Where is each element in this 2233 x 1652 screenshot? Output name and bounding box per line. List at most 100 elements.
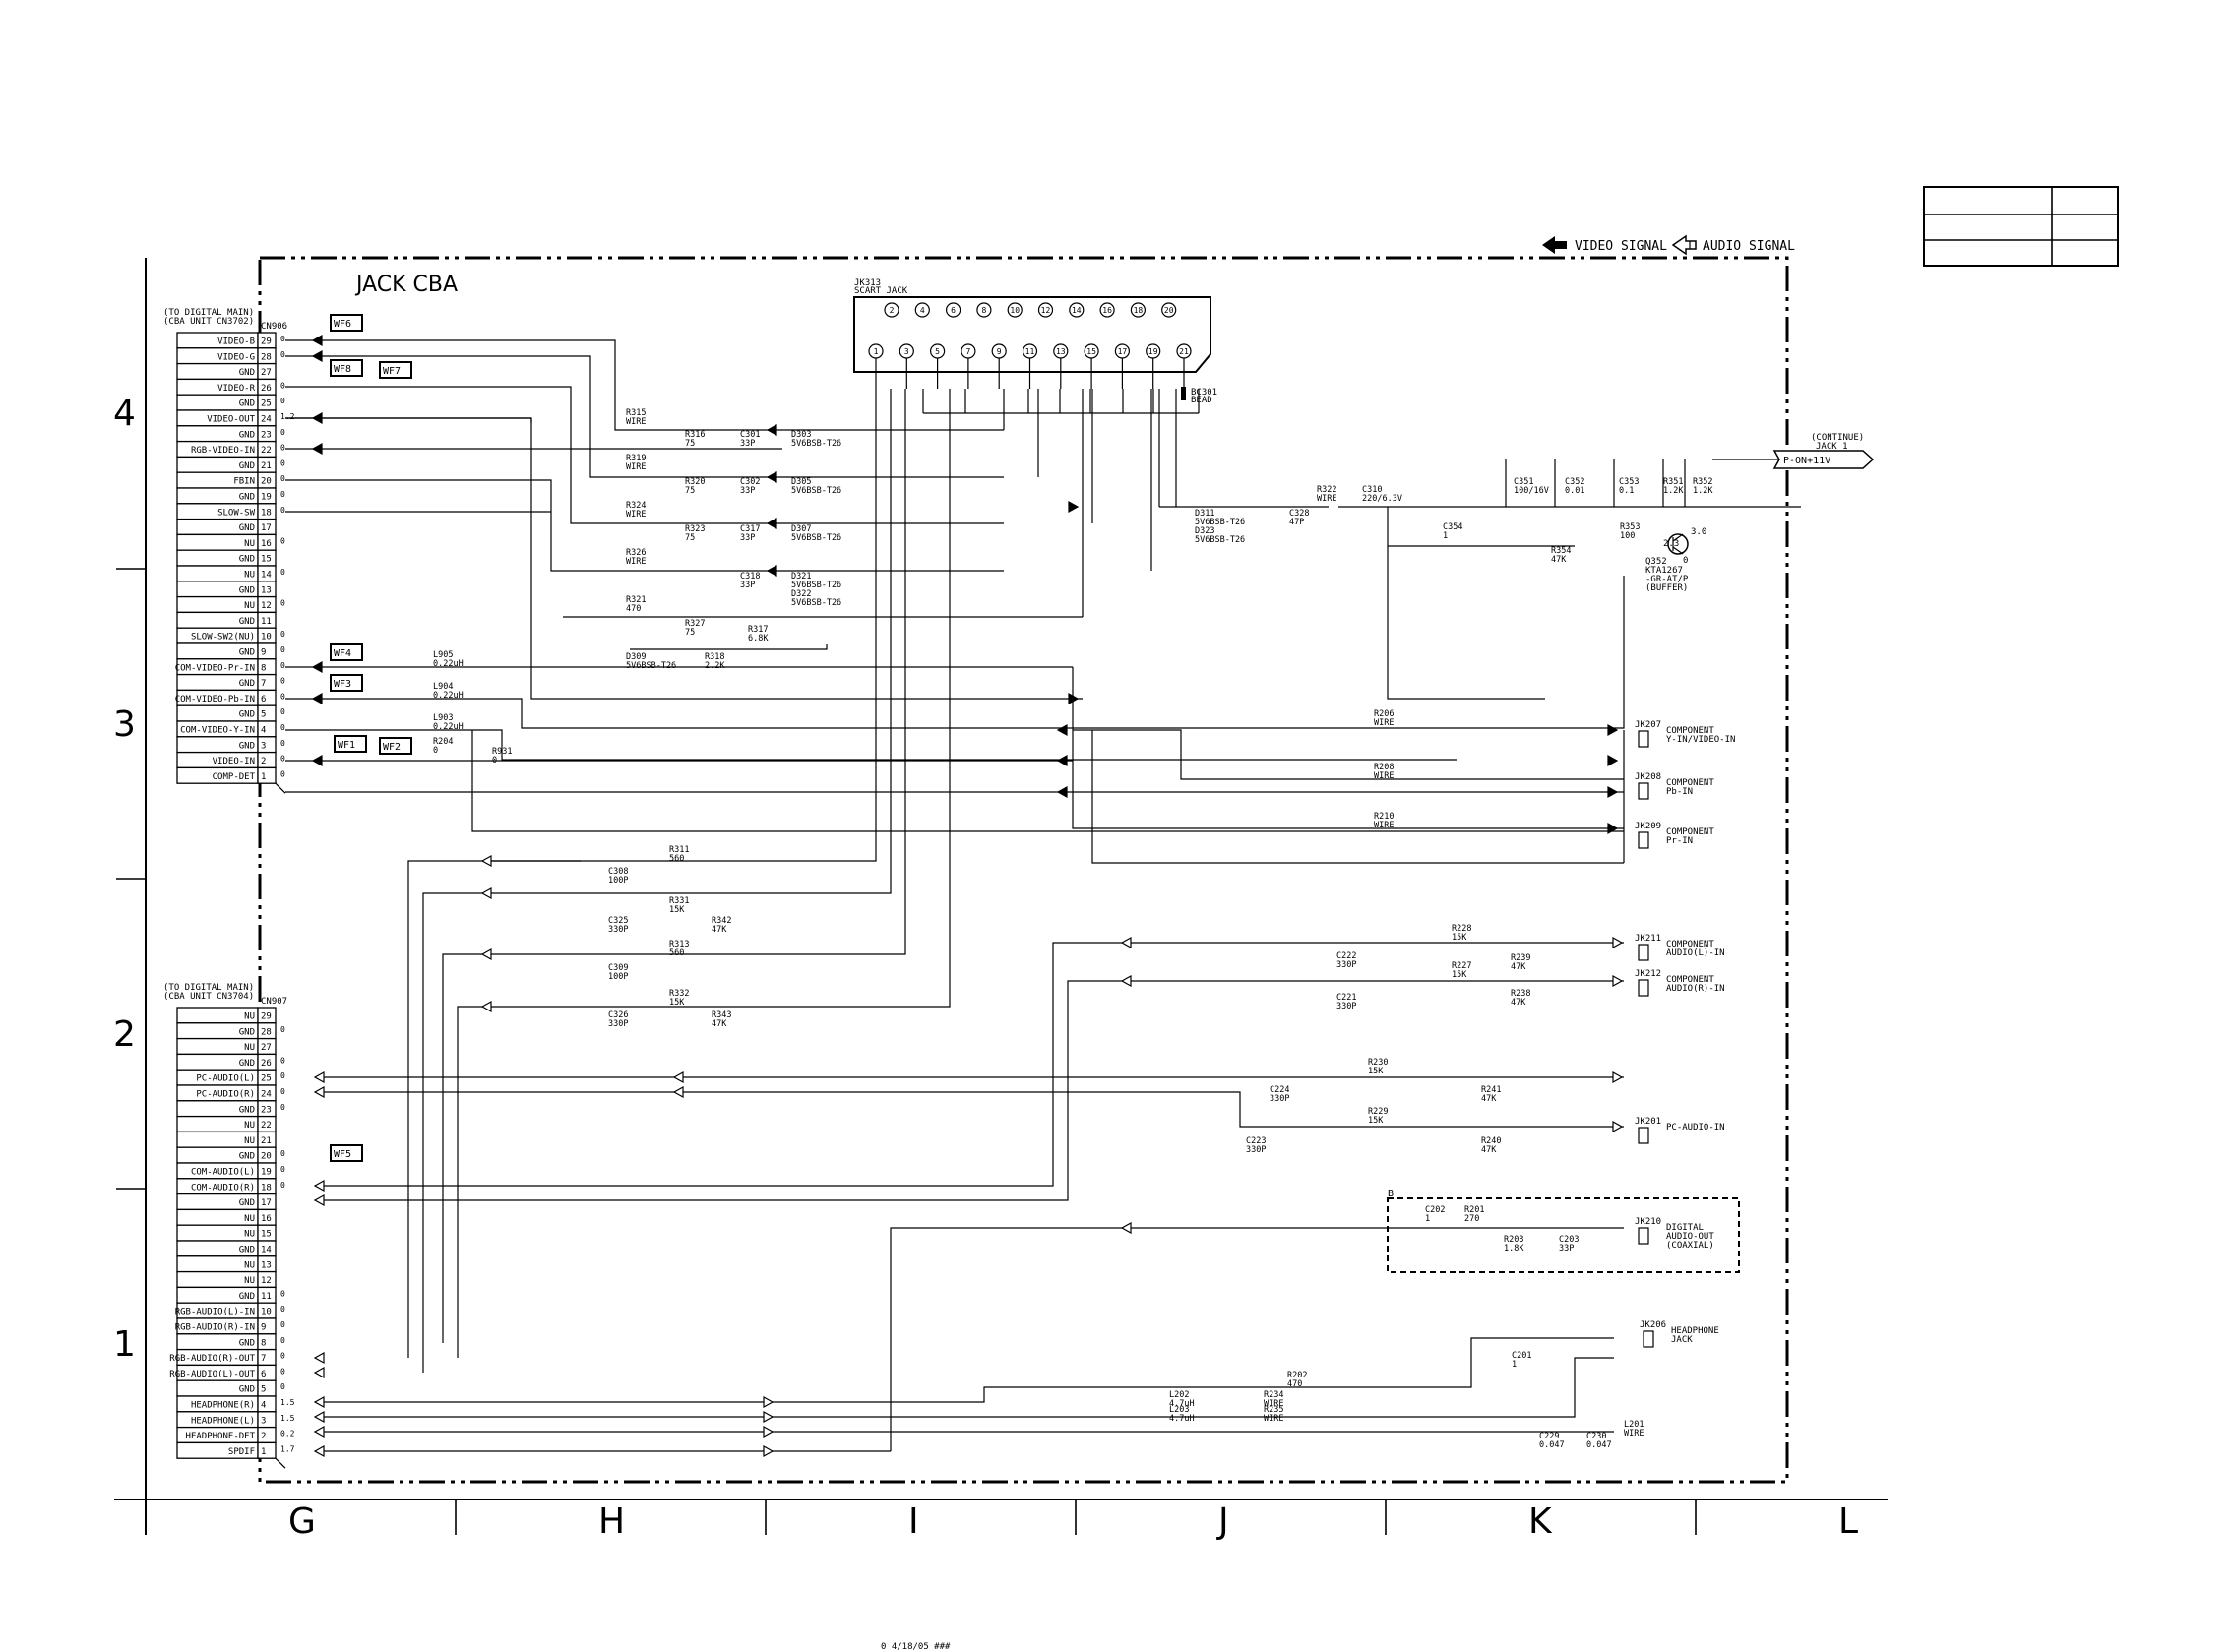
scart-pin-label: 12 (1041, 306, 1051, 315)
cn906-pin-voltage: 0 (280, 459, 285, 467)
part-value: 0.047 (1539, 1440, 1565, 1450)
row-label-4: 4 (113, 394, 136, 434)
jk211-label: COMPONENT (1666, 940, 1714, 949)
part-ref: L904 (433, 682, 453, 692)
svg-text:VIDEO SIGNAL: VIDEO SIGNAL (1575, 239, 1667, 254)
part-value: 4.7uH (1169, 1414, 1195, 1424)
cn906-note2: (CBA UNIT CN3702) (163, 317, 254, 327)
jk208-symbol (1638, 782, 1649, 800)
scart-pin-label: 5 (935, 347, 940, 356)
part-value: 47K (712, 925, 727, 935)
part-ref: R240 (1481, 1136, 1501, 1146)
waveform-tag: WF5 (334, 1149, 351, 1160)
cn907-pin-number: 22 (261, 1121, 272, 1131)
scart-pin (976, 302, 992, 318)
part-value: 2.2K (705, 661, 725, 671)
cn907-pin-number: 28 (261, 1027, 272, 1037)
part-ref: R320 (685, 477, 705, 487)
cn907-pin-number: 3 (261, 1416, 266, 1426)
scart-pin-label: 1 (874, 347, 879, 356)
cn907-pin-signal: COM-AUDIO(R) (191, 1183, 255, 1193)
part-value: 0 (433, 746, 438, 756)
scart-pin-label: 3 (904, 347, 909, 356)
cn907-pin-voltage: 0 (280, 1320, 285, 1329)
audio-arrow-icon (313, 1071, 325, 1084)
video-signal-arrow-icon (1542, 236, 1567, 254)
audio-arrow-icon (313, 1395, 325, 1409)
part-value: 47K (712, 1019, 727, 1029)
cn907-pin-signal: HEADPHONE-DET (186, 1432, 256, 1441)
cn907-pin-number: 7 (261, 1354, 266, 1364)
cn906-pin-number: 27 (261, 368, 272, 378)
part-ref: C301 (740, 430, 760, 440)
jk201-ref: JK201 (1635, 1117, 1661, 1127)
part-value: 5V6BSB-T26 (1195, 535, 1245, 545)
scart-pin-label: 2 (890, 306, 895, 315)
part-value: 33P (740, 486, 755, 496)
scart-pin (1161, 302, 1177, 318)
part-value: 5V6BSB-T26 (791, 581, 841, 590)
col-label-J: J (1216, 1501, 1229, 1542)
part-ref: R241 (1481, 1085, 1501, 1095)
scart-pin (1130, 302, 1147, 318)
scart-pin-label: 8 (981, 306, 986, 315)
cn907-pin-voltage: 1.7 (280, 1444, 295, 1453)
part-ref: C318 (740, 572, 760, 581)
svg-text:(BUFFER): (BUFFER) (1645, 583, 1688, 593)
part-value: WIRE (1374, 718, 1394, 728)
cn907-pin-num-cell (257, 1441, 277, 1459)
audio-arrow-icon (480, 1000, 492, 1013)
scart-pin-label: 14 (1072, 306, 1082, 315)
cn906-pin-number: 22 (261, 446, 272, 456)
part-value: 15K (669, 998, 685, 1008)
cn906-pin-voltage: 1.2 (280, 412, 295, 421)
audio-arrow-icon (672, 1071, 684, 1084)
part-value: 1 (1425, 1214, 1430, 1224)
cn906-pin-signal: GND (239, 741, 255, 751)
part-ref: R343 (712, 1010, 731, 1020)
transistor-q352: 2.3 3.0 0 Q352 KTA1267 -GR-AT/P (BUFFER) (1645, 527, 1706, 593)
part-value: WIRE (626, 510, 646, 520)
part-ref: C302 (740, 477, 760, 487)
connector-cn907: (TO DIGITAL MAIN)(CBA UNIT CN3704)CN907N… (163, 983, 295, 1469)
cn906-pin-signal: VIDEO-B (217, 337, 255, 347)
scart-pin (1037, 302, 1054, 318)
part-value: 15K (1452, 970, 1467, 980)
part-value: 47K (1511, 998, 1526, 1008)
cn907-pin-voltage: 1.5 (280, 1414, 295, 1423)
part-value: 47K (1511, 962, 1526, 972)
audio-arrow-icon (1612, 974, 1624, 988)
part-ref: L201 (1624, 1420, 1644, 1430)
cn907-pin-signal: GND (239, 1027, 255, 1037)
revision-table (1923, 186, 2119, 267)
part-ref: C351 (1514, 477, 1533, 487)
cn907-pin-number: 19 (261, 1168, 272, 1178)
part-value: 0.22uH (433, 691, 464, 701)
video-arrow-icon (311, 349, 323, 363)
cn906-pin-voltage: 0 (280, 769, 285, 778)
scart-pin-label: 19 (1148, 347, 1158, 356)
cn906-pin-signal: VIDEO-R (217, 384, 256, 394)
video-arrow-icon (1607, 822, 1619, 835)
part-value: WIRE (1317, 494, 1336, 504)
video-arrow-icon (311, 754, 323, 767)
part-value: 1 (1443, 531, 1448, 541)
video-arrow-icon (1056, 754, 1068, 767)
scart-pin-label: 9 (997, 347, 1002, 356)
part-value: 5V6BSB-T26 (791, 598, 841, 608)
cn906-pin-number: 14 (261, 571, 272, 581)
cn906-pin-voltage: 0 (280, 692, 285, 701)
waveform-tag-box (379, 737, 412, 755)
jk207-label2: Y-IN/VIDEO-IN (1666, 735, 1735, 745)
video-arrow-icon (1068, 692, 1080, 705)
cn907-pin-signal: PC-AUDIO(L) (196, 1074, 255, 1084)
cn907-pin-voltage: 0 (280, 1336, 285, 1345)
part-value: 470 (626, 604, 641, 614)
jack-labels: JK207COMPONENTY-IN/VIDEO-INJK208COMPONEN… (1635, 720, 1735, 1348)
part-value: WIRE (1374, 771, 1394, 781)
cn907-pin-signal: GND (239, 1152, 255, 1162)
col-label-I: I (908, 1501, 919, 1542)
cn907-pin-signal: NU (244, 1230, 255, 1240)
part-value: 330P (1336, 1002, 1356, 1011)
